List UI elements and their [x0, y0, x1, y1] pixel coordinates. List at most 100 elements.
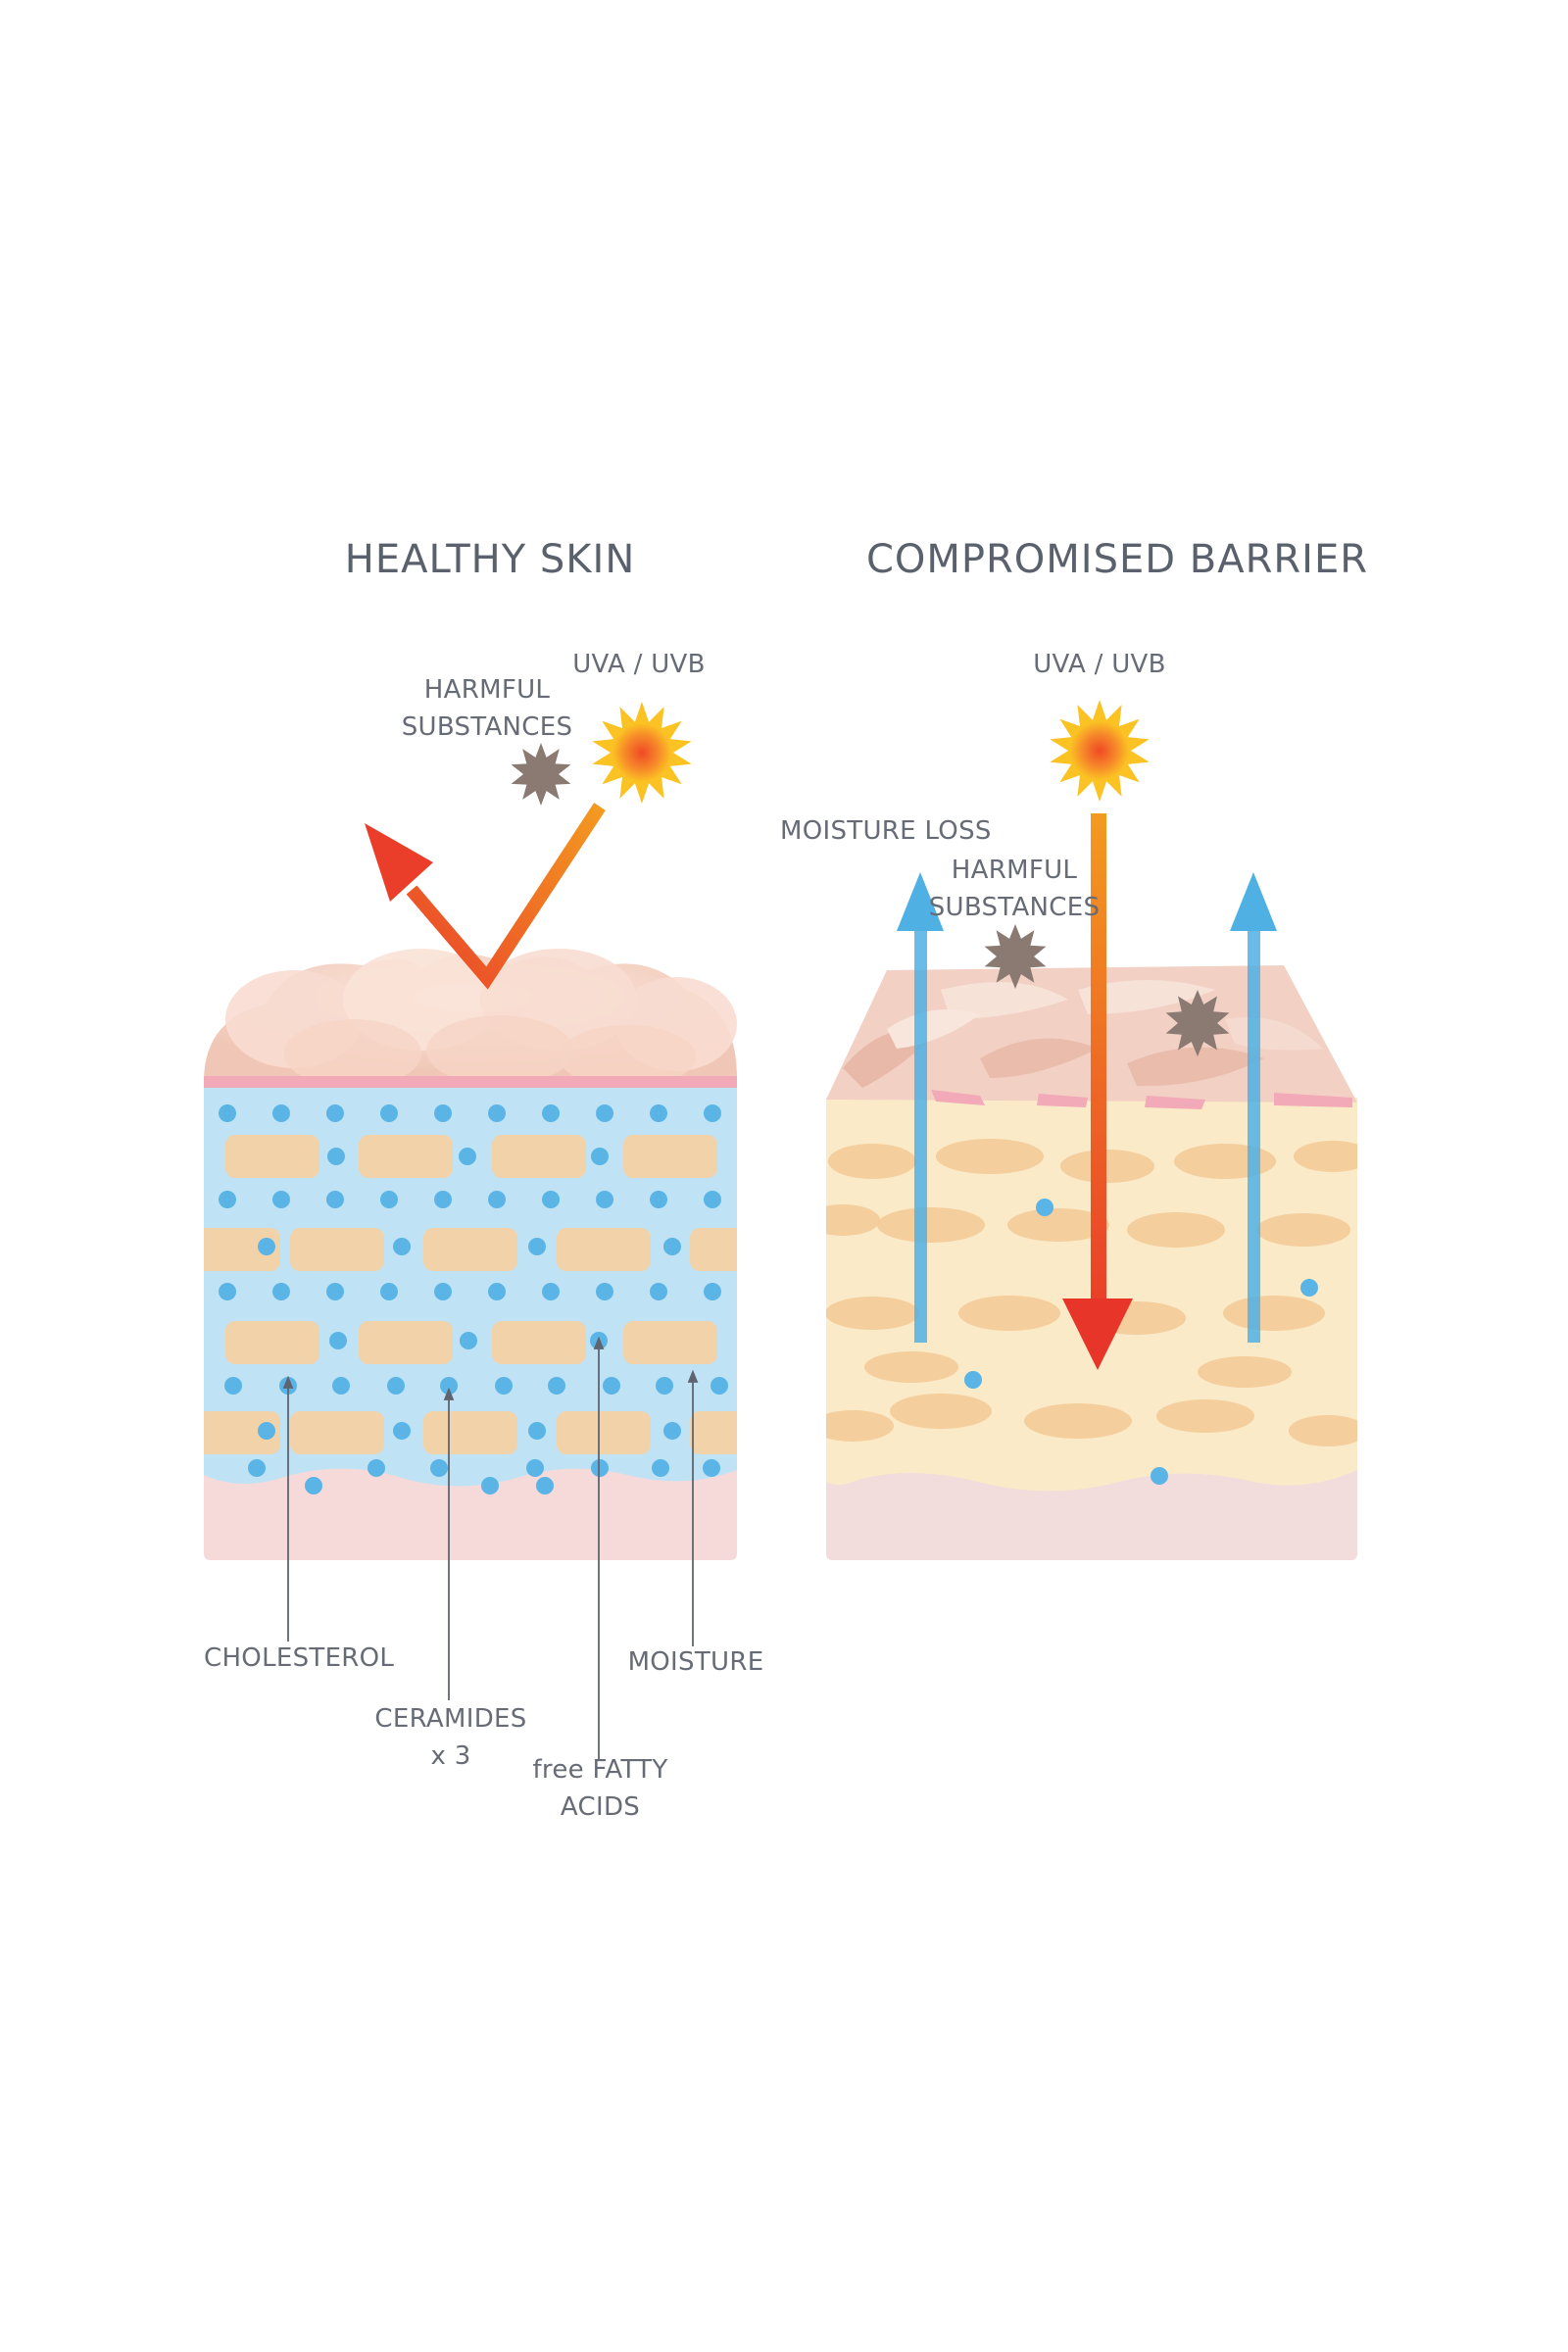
moisture-dot — [434, 1104, 452, 1122]
compromised-skin-block — [826, 965, 1357, 1560]
moisture-dot — [488, 1104, 506, 1122]
compromised-dermis — [826, 1450, 1357, 1560]
skin-cell — [826, 1297, 919, 1330]
moisture-dot — [495, 1377, 513, 1395]
sun-icon — [1050, 700, 1150, 802]
moisture-dot — [329, 1332, 347, 1349]
skin-cell — [1174, 1144, 1276, 1179]
ceramide-cell — [423, 1411, 517, 1454]
ceramide-cell — [204, 1228, 280, 1271]
skin-cell — [1024, 1403, 1132, 1439]
moisture-dot — [332, 1377, 350, 1395]
moisture-dot — [219, 1191, 236, 1208]
moisture-dot — [703, 1459, 720, 1477]
callout-lines — [282, 1336, 699, 1759]
callout-arrow-fatty-acids — [593, 1336, 605, 1349]
moisture-dot — [603, 1377, 620, 1395]
moisture-dot — [380, 1104, 398, 1122]
moisture-dot — [596, 1191, 613, 1208]
moisture-dot — [459, 1148, 476, 1165]
sun-icon — [592, 702, 692, 804]
moisture-dot — [460, 1332, 477, 1349]
moisture-loss-arrows — [897, 872, 1277, 1343]
ceramide-cell — [204, 1411, 280, 1454]
moisture-dot — [542, 1191, 560, 1208]
skin-cell — [826, 1204, 880, 1236]
moisture-loss-arrowhead-left — [897, 872, 944, 931]
moisture-dot — [219, 1104, 236, 1122]
moisture-dot — [663, 1238, 681, 1255]
skin-cell — [828, 1144, 916, 1179]
skin-cell — [936, 1139, 1044, 1174]
skin-cell — [1223, 1296, 1325, 1331]
ceramide-cell — [423, 1228, 517, 1271]
moisture-dot — [393, 1238, 411, 1255]
moisture-loss-arrow-right — [1248, 921, 1260, 1343]
moisture-dot — [258, 1422, 275, 1440]
moisture-dot — [650, 1283, 667, 1300]
callout-arrow-ceramides — [443, 1387, 455, 1400]
ceramide-cell — [690, 1228, 737, 1271]
healthy-surface-bumps — [204, 949, 737, 1088]
moisture-dot — [434, 1283, 452, 1300]
moisture-dot — [536, 1477, 554, 1494]
moisture-dot — [663, 1422, 681, 1440]
moisture-dot — [650, 1104, 667, 1122]
healthy-skin-block — [204, 949, 737, 1560]
moisture-dot — [596, 1104, 613, 1122]
moisture-dot — [387, 1377, 405, 1395]
skin-cell — [1198, 1356, 1292, 1388]
skin-cell — [877, 1207, 985, 1243]
skin-cell — [1156, 1399, 1254, 1433]
ceramide-cell — [557, 1411, 651, 1454]
ceramide-cell — [623, 1135, 717, 1178]
moisture-dot — [1300, 1279, 1318, 1297]
harmful-particle-icon — [511, 743, 571, 806]
ceramide-cell — [623, 1321, 717, 1364]
moisture-dot — [1036, 1199, 1054, 1216]
moisture-dot — [327, 1148, 345, 1165]
moisture-dot — [1151, 1467, 1168, 1485]
moisture-dot — [258, 1238, 275, 1255]
moisture-dot — [272, 1283, 290, 1300]
skin-cell — [864, 1351, 958, 1383]
moisture-dot — [526, 1459, 544, 1477]
ceramide-cell — [359, 1135, 453, 1178]
moisture-dot — [219, 1283, 236, 1300]
moisture-dot — [596, 1283, 613, 1300]
moisture-loss-arrowhead-right — [1230, 872, 1277, 931]
moisture-dot — [704, 1283, 721, 1300]
skin-cell — [826, 1410, 894, 1442]
skin-cell — [1289, 1415, 1357, 1446]
callout-arrow-moisture — [687, 1369, 699, 1383]
skin-cell — [890, 1394, 992, 1429]
fatty-acids-label: free FATTY ACIDS — [532, 1755, 668, 1822]
moisture-dot — [488, 1283, 506, 1300]
harmful-particle-icon — [1165, 990, 1230, 1056]
healthy-uv-label: UVA / UVB — [572, 650, 706, 679]
moisture-dot — [591, 1459, 609, 1477]
moisture-dot — [326, 1191, 344, 1208]
moisture-dot — [704, 1191, 721, 1208]
cholesterol-label: CHOLESTEROL — [204, 1643, 395, 1673]
moisture-dot — [652, 1459, 669, 1477]
moisture-dot — [548, 1377, 565, 1395]
ceramide-cell — [290, 1228, 384, 1271]
compromised-harmful-label: HARMFUL SUBSTANCES — [928, 856, 1101, 922]
harmful-particle-icon — [984, 924, 1047, 989]
moisture-dot — [434, 1191, 452, 1208]
compromised-uv-penetrating-arrow — [1062, 813, 1133, 1370]
moisture-dot — [224, 1377, 242, 1395]
healthy-uv-reflected-arrow — [365, 803, 606, 990]
healthy-dermis — [204, 1450, 737, 1560]
moisture-dot — [650, 1191, 667, 1208]
ceramides-label: CERAMIDES x 3 — [374, 1704, 527, 1771]
moisture-dot — [542, 1104, 560, 1122]
moisture-dot — [272, 1191, 290, 1208]
healthy-harmful-label: HARMFUL SUBSTANCES — [401, 675, 573, 742]
moisture-dot — [380, 1191, 398, 1208]
ceramide-cell — [690, 1411, 737, 1454]
moisture-dot — [272, 1104, 290, 1122]
moisture-dot — [368, 1459, 385, 1477]
